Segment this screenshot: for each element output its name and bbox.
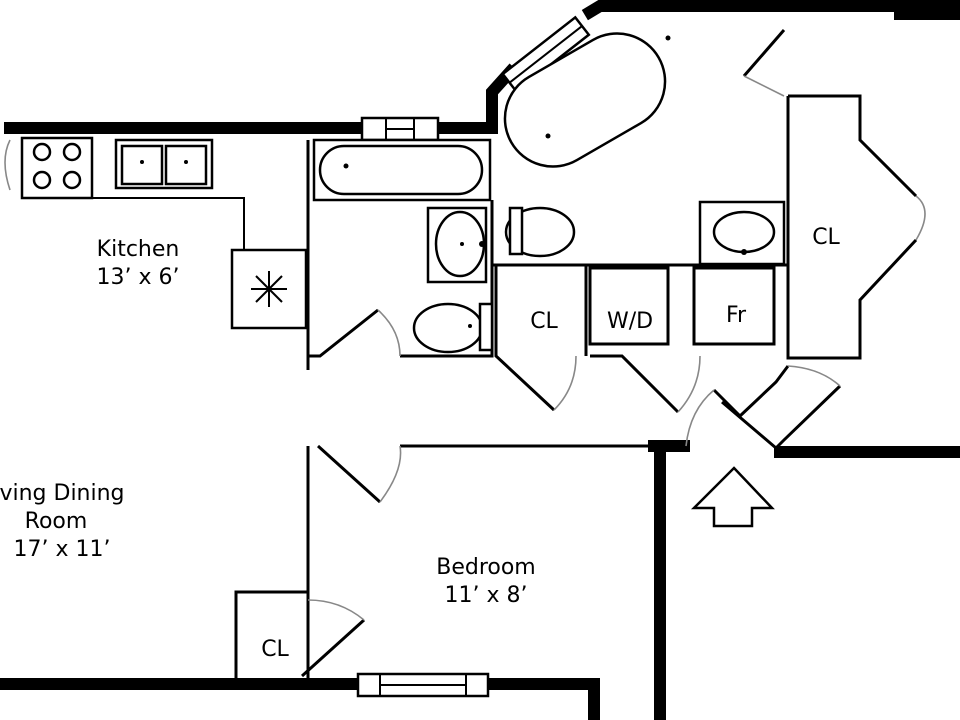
bath-sink-left bbox=[426, 206, 488, 284]
entry-arrow-icon bbox=[690, 466, 775, 528]
bath-sink-right bbox=[698, 200, 786, 266]
living-name-2: Room bbox=[25, 509, 88, 534]
closet-label-bedroom: CL bbox=[261, 637, 289, 662]
living-dims: 17’ x 11’ bbox=[14, 537, 111, 562]
refrigerator bbox=[230, 248, 308, 330]
toilet-right bbox=[504, 206, 576, 258]
windows bbox=[356, 15, 591, 698]
stove bbox=[20, 136, 94, 200]
toilet-left bbox=[412, 302, 494, 354]
closet-label-right: CL bbox=[812, 225, 840, 250]
washer-dryer-label: W/D bbox=[607, 309, 653, 334]
living-name: ving Dining bbox=[0, 481, 125, 506]
bedroom-dims: 11’ x 8’ bbox=[445, 583, 528, 608]
bathtub-oval bbox=[503, 32, 671, 168]
kitchen-dims: 13’ x 6’ bbox=[97, 265, 180, 290]
kitchen-sink bbox=[114, 138, 214, 190]
kitchen-name: Kitchen bbox=[97, 237, 180, 262]
bedroom-name: Bedroom bbox=[436, 555, 536, 580]
closet-label-bath: CL bbox=[530, 309, 558, 334]
door-swings bbox=[4, 75, 926, 621]
fridge-label: Fr bbox=[726, 303, 747, 328]
bathtub-rect bbox=[312, 138, 492, 202]
